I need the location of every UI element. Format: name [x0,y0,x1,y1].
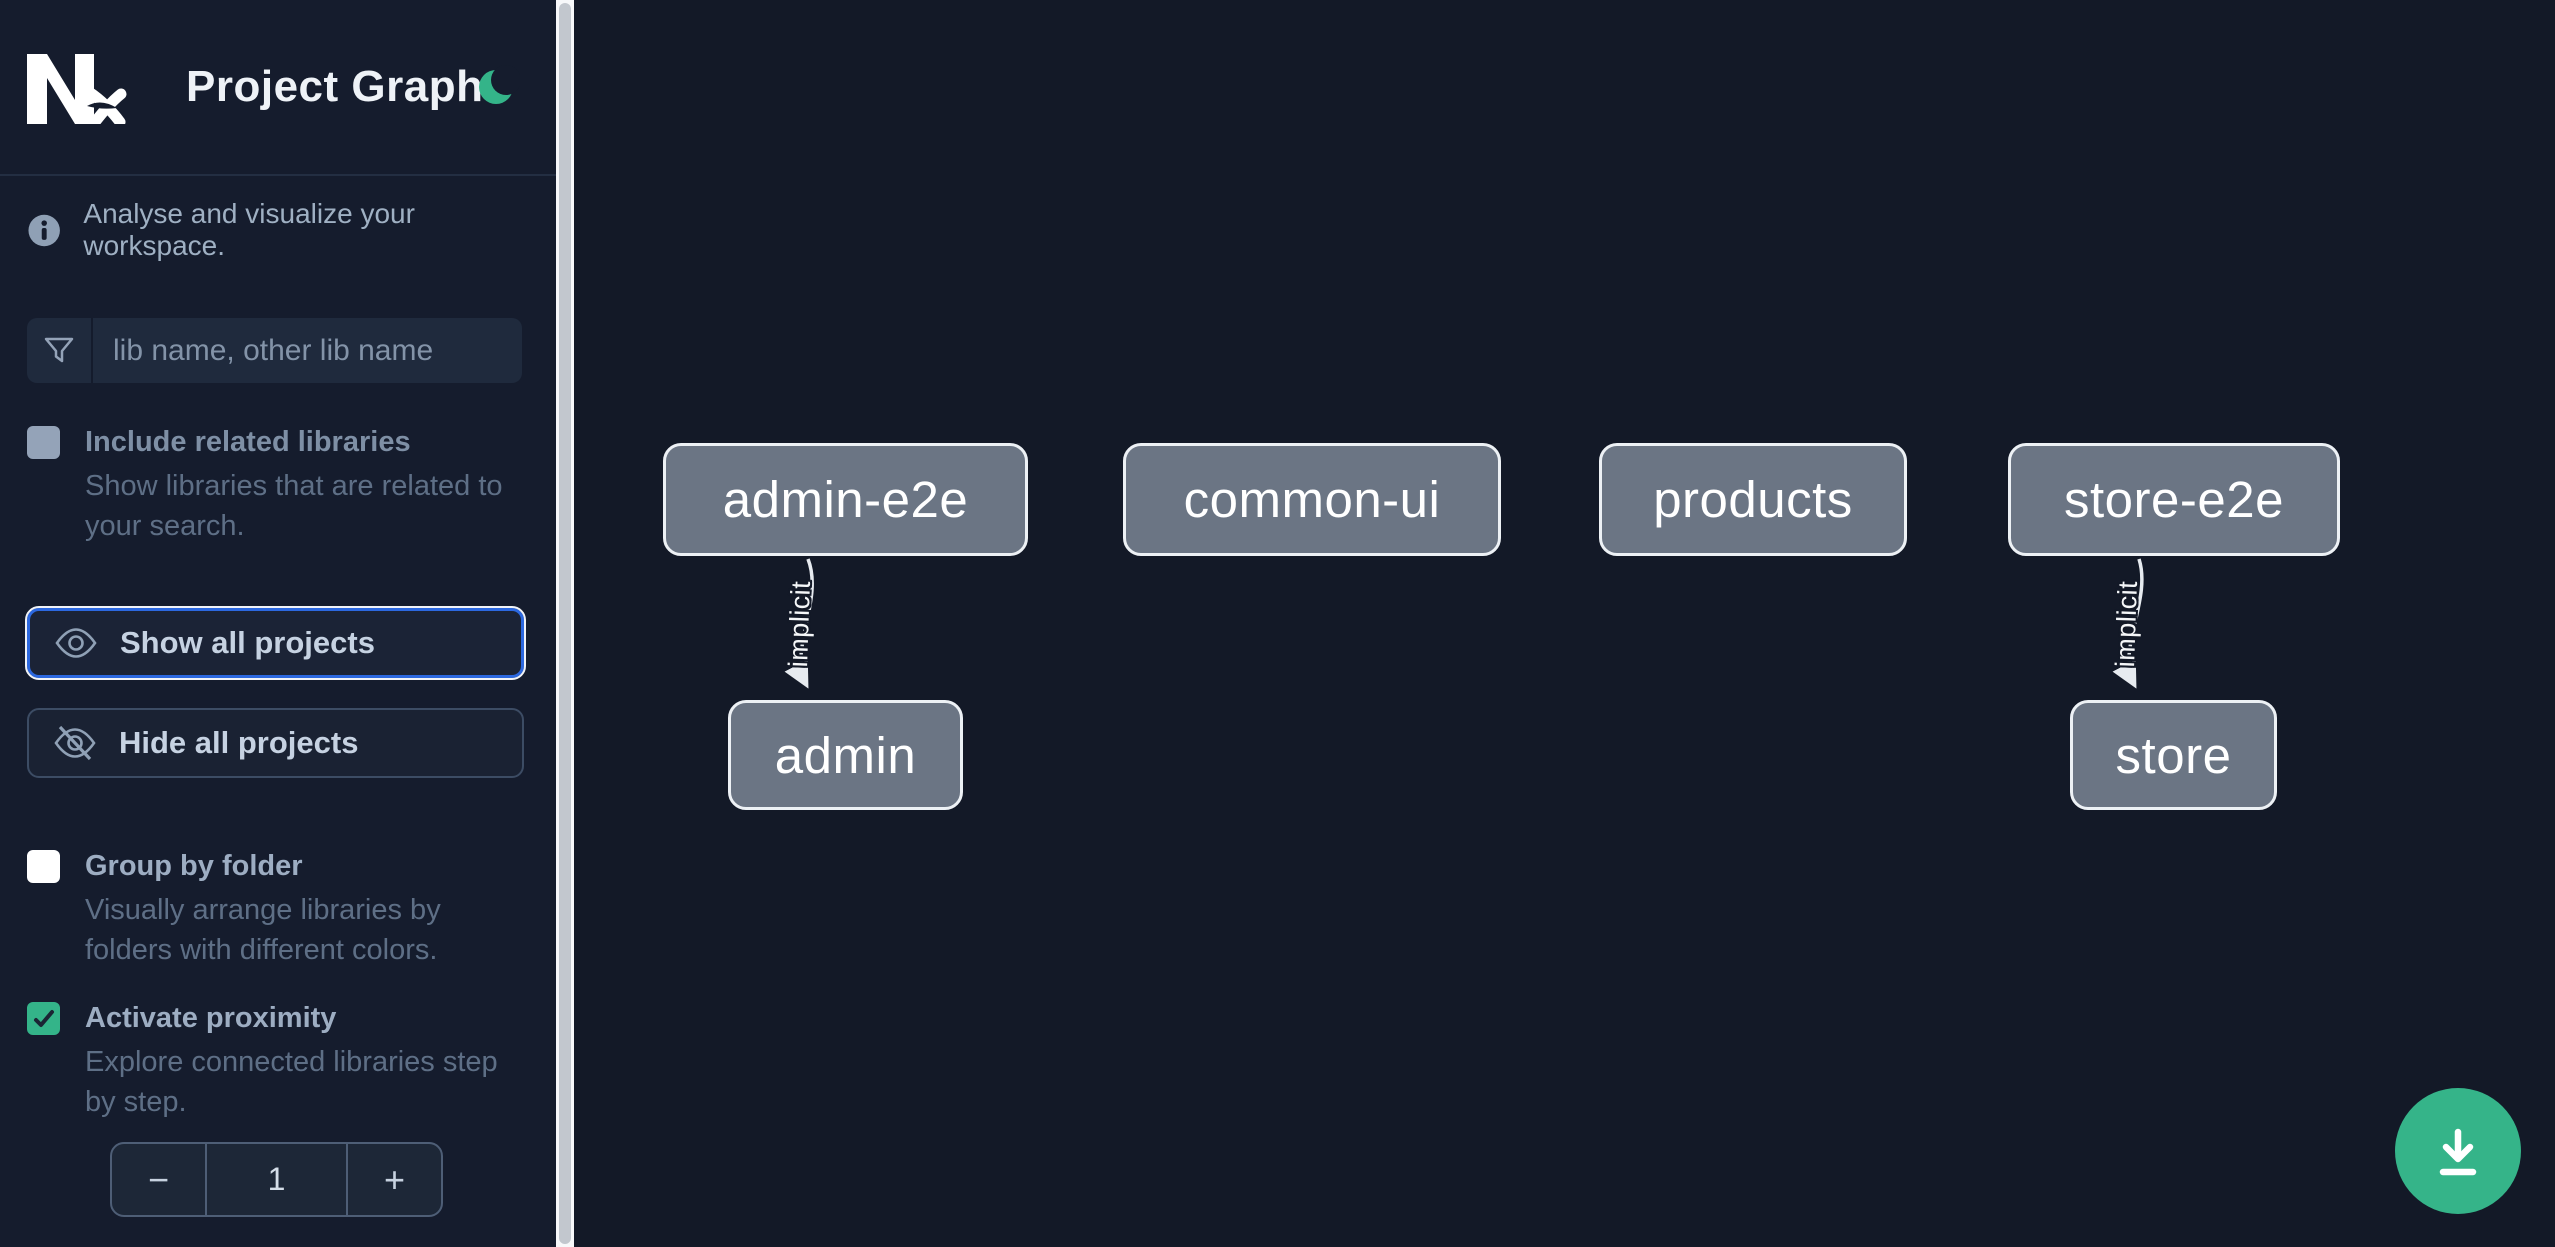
include-related-checkbox[interactable] [27,426,60,459]
eye-icon [55,628,97,658]
option-include-related: Include related libraries Show libraries… [27,424,527,546]
show-all-projects-label: Show all projects [120,625,375,660]
scrollbar-thumb[interactable] [559,3,571,1244]
edge-label-implicit[interactable]: implicit [782,580,817,668]
option-activate-proximity: Activate proximity Explore connected lib… [27,1000,527,1122]
download-graph-button[interactable] [2395,1088,2521,1214]
include-related-description: Show libraries that are related to your … [85,470,503,542]
eye-slash-icon [54,725,96,761]
moon-icon [479,64,521,104]
hide-all-projects-label: Hide all projects [119,725,359,760]
include-related-label[interactable]: Include related libraries [85,426,411,458]
theme-toggle-button[interactable] [474,64,522,112]
graph-node-admin-e2e[interactable]: admin-e2e [663,443,1028,556]
option-group-by-folder: Group by folder Visually arrange librari… [27,848,527,970]
group-by-folder-description: Visually arrange libraries by folders wi… [85,894,441,966]
search-box [27,318,522,383]
intro-text: Analyse and visualize your workspace. [83,198,415,261]
activate-proximity-description: Explore connected libraries step by step… [85,1046,498,1118]
edge-label-implicit[interactable]: implicit [2109,580,2144,668]
graph-node-store[interactable]: store [2070,700,2277,810]
activate-proximity-checkbox[interactable] [27,1002,60,1035]
graph-node-common-ui[interactable]: common-ui [1123,443,1501,556]
sidebar-scrollbar[interactable] [556,0,574,1247]
group-by-folder-checkbox[interactable] [27,850,60,883]
download-icon [2439,1128,2477,1176]
show-all-projects-button[interactable]: Show all projects [25,606,526,680]
page-title: Project Graph [186,62,484,111]
graph-canvas[interactable] [574,0,2555,1247]
decrement-button[interactable]: − [112,1144,207,1215]
sidebar: Project Graph Analyse and visualize your… [0,0,556,1247]
graph-node-products[interactable]: products [1599,443,1907,556]
search-input[interactable] [93,318,522,383]
graph-node-store-e2e[interactable]: store-e2e [2008,443,2340,556]
info-icon [28,214,60,246]
increment-button[interactable]: + [346,1144,441,1215]
intro-row: Analyse and visualize your workspace. [27,198,556,262]
proximity-depth-stepper: − 1 + [110,1142,443,1217]
activate-proximity-label[interactable]: Activate proximity [85,1002,337,1034]
checkbox-check-icon [33,1009,54,1027]
nx-logo-icon [27,54,127,124]
proximity-depth-value: 1 [267,1161,286,1197]
hide-all-projects-button[interactable]: Hide all projects [27,708,524,778]
sidebar-header: Project Graph [0,0,556,176]
filter-icon [27,318,93,383]
graph-node-admin[interactable]: admin [728,700,963,810]
group-by-folder-label[interactable]: Group by folder [85,850,303,882]
